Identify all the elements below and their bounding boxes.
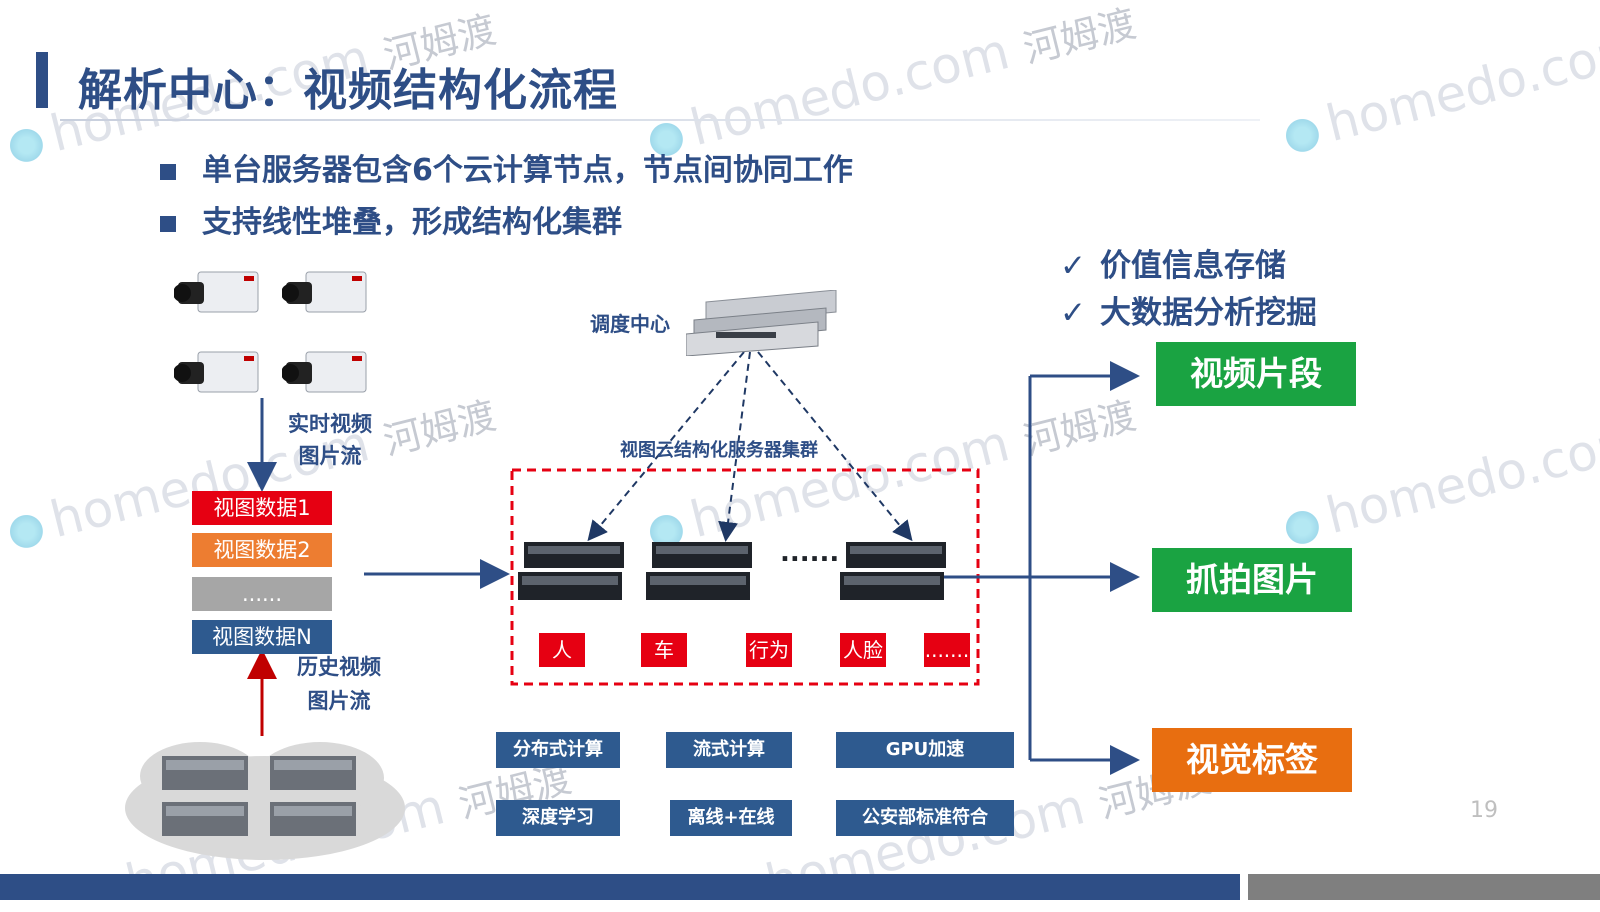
view-data-item: 视图数据N bbox=[192, 620, 332, 654]
rack-server-icon bbox=[646, 542, 752, 600]
page-number: 19 bbox=[1470, 798, 1498, 823]
square-bullet-icon bbox=[160, 215, 176, 232]
realtime-stream-label: 实时视频图片流 bbox=[288, 412, 372, 468]
footer-bar-gray bbox=[1248, 874, 1600, 900]
check-item: ✓价值信息存储 bbox=[1060, 248, 1286, 284]
tag-behavior: 行为 bbox=[746, 633, 792, 667]
title-accent-bar bbox=[36, 52, 48, 108]
title-divider bbox=[60, 119, 1260, 121]
tech-streaming: 流式计算 bbox=[666, 732, 792, 768]
checkmark-icon: ✓ bbox=[1060, 248, 1086, 284]
tech-standard: 公安部标准符合 bbox=[836, 800, 1014, 836]
output-visual-tag: 视觉标签 bbox=[1152, 728, 1352, 792]
square-bullet-icon bbox=[160, 163, 176, 180]
output-video-clip: 视频片段 bbox=[1156, 342, 1356, 406]
camera-icon bbox=[174, 351, 259, 393]
camera-icon bbox=[282, 351, 367, 393]
tech-distributed: 分布式计算 bbox=[496, 732, 620, 768]
tag-person: 人 bbox=[539, 633, 585, 667]
history-stream-label: 历史视频图片流 bbox=[297, 655, 381, 713]
tag-more: ....... bbox=[924, 633, 970, 667]
storage-cloud-icon bbox=[125, 742, 405, 860]
cluster-label: 视图云结构化服务器集群 bbox=[620, 440, 818, 461]
view-data-item: 视图数据2 bbox=[192, 533, 332, 567]
dispatch-center-label: 调度中心 bbox=[590, 312, 670, 336]
view-data-item: ...... bbox=[192, 577, 332, 611]
tech-offline-online: 离线+在线 bbox=[670, 800, 792, 836]
check-item: ✓大数据分析挖掘 bbox=[1060, 295, 1317, 331]
footer-bar bbox=[0, 874, 1240, 900]
tech-gpu: GPU加速 bbox=[836, 732, 1014, 768]
bullet-item: 支持线性堆叠，形成结构化集群 bbox=[160, 197, 622, 241]
tag-face: 人脸 bbox=[840, 633, 886, 667]
checkmark-icon: ✓ bbox=[1060, 295, 1086, 331]
tag-vehicle: 车 bbox=[641, 633, 687, 667]
view-data-item: 视图数据1 bbox=[192, 491, 332, 525]
rack-server-icon bbox=[840, 542, 946, 600]
rack-server-icon bbox=[518, 542, 624, 600]
page-title: 解析中心：视频结构化流程 bbox=[78, 65, 618, 116]
camera-icon bbox=[174, 271, 259, 313]
dispatch-server-icon bbox=[686, 290, 837, 356]
tech-deep-learning: 深度学习 bbox=[496, 800, 620, 836]
bullet-item: 单台服务器包含6个云计算节点，节点间协同工作 bbox=[160, 145, 853, 189]
camera-icon bbox=[282, 271, 367, 313]
output-snapshot: 抓拍图片 bbox=[1152, 548, 1352, 612]
cluster-ellipsis: ...... bbox=[780, 538, 840, 568]
